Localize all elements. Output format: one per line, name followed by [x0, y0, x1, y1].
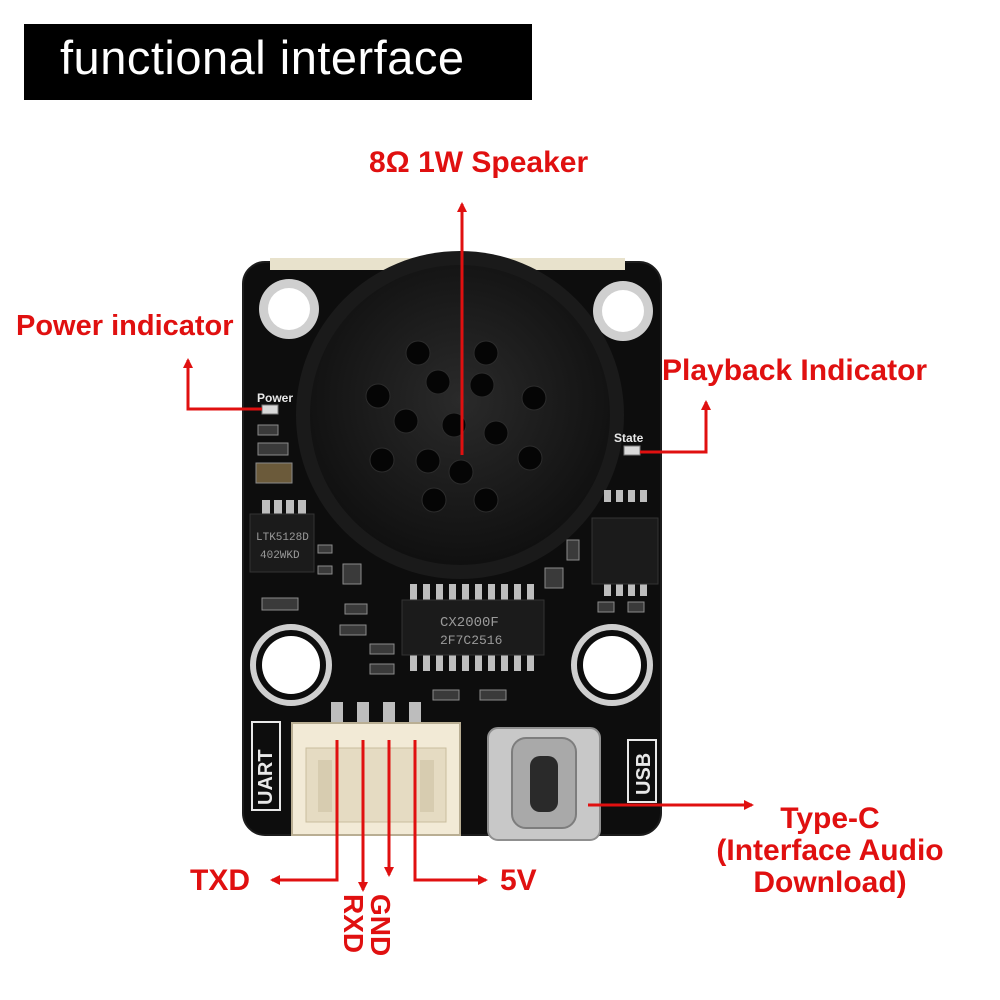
- type-c-line-1: Type-C: [780, 802, 880, 835]
- power-led: [261, 404, 279, 415]
- chip-center-label-2: 2F7C2516: [440, 633, 502, 648]
- page-title: functional interface: [60, 31, 465, 84]
- speaker-label: 8Ω 1W Speaker: [369, 146, 589, 179]
- state-led: [623, 445, 641, 456]
- playback-indicator-label: Playback Indicator: [662, 354, 928, 387]
- gnd-label: GND: [365, 894, 396, 956]
- type-c-line-3: Download): [753, 866, 907, 899]
- rxd-label: RXD: [338, 894, 369, 953]
- power-indicator-arrow: [183, 358, 262, 411]
- chip-center-label-1: CX2000F: [440, 615, 499, 631]
- txd-label: TXD: [190, 864, 250, 897]
- 5v-label: 5V: [500, 864, 537, 897]
- silk-uart-label: UART: [255, 749, 277, 805]
- silk-usb-label: USB: [633, 753, 655, 795]
- title-banner: [24, 24, 532, 100]
- chip-left-label-1: LTK5128D: [256, 532, 309, 544]
- type-c-label: Type-C (Interface Audio Download): [700, 803, 960, 899]
- power-indicator-label: Power indicator: [16, 310, 234, 342]
- 5v-arrow: [413, 740, 488, 885]
- txd-arrow: [270, 740, 339, 885]
- mounting-hole-bottom-left: [250, 624, 332, 706]
- chip-left-label-2: 402WKD: [260, 550, 300, 562]
- flash-chip: [591, 490, 659, 596]
- silk-state-label: State: [614, 431, 644, 445]
- decoder-chip: CX2000F 2F7C2516: [401, 584, 545, 671]
- smd-components: [255, 424, 645, 701]
- uart-connector: [291, 702, 461, 836]
- silk-power-label: Power: [257, 391, 293, 405]
- type-c-line-2: (Interface Audio: [716, 834, 944, 867]
- speaker: [296, 251, 624, 579]
- mounting-hole-bottom-right: [571, 624, 653, 706]
- amplifier-chip: LTK5128D 402WKD: [249, 500, 315, 573]
- mounting-hole-top-left: [259, 279, 319, 339]
- mounting-hole-top-right: [593, 281, 653, 341]
- usb-c-port: [487, 727, 601, 841]
- playback-indicator-arrow: [640, 400, 711, 454]
